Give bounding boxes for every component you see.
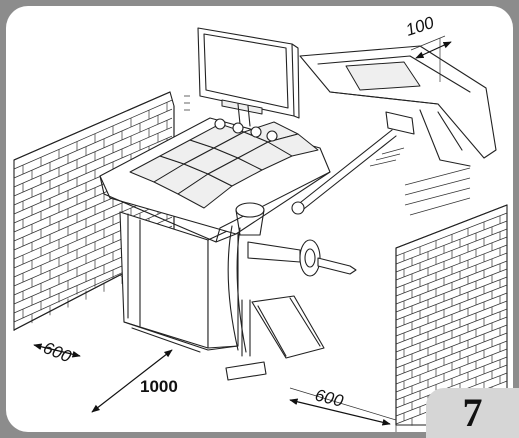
- brick-line: [395, 252, 508, 297]
- brick-line: [395, 284, 508, 329]
- hood-arm: [291, 129, 405, 215]
- weight-tray: [99, 117, 331, 243]
- base-and-pedal: [225, 295, 325, 381]
- brick-line: [13, 135, 173, 206]
- dimension-label-top-right: 100: [403, 13, 436, 40]
- brick-line: [395, 332, 508, 377]
- brick-line: [395, 228, 508, 273]
- balancer-cabinet: [119, 211, 239, 353]
- dimension-label-front: 1000: [140, 377, 178, 396]
- dimension-label-left: 600: [41, 338, 75, 366]
- brick-line: [395, 364, 508, 409]
- brick-line: [395, 268, 508, 313]
- drawing-frame: 100 600 1000 600: [6, 6, 513, 432]
- brick-line: [395, 340, 508, 385]
- brick-line: [395, 356, 508, 401]
- brick-line: [13, 108, 173, 179]
- brick-line: [395, 308, 508, 353]
- installation-clearance-drawing: 100 600 1000 600: [13, 13, 508, 432]
- brick-line: [395, 324, 508, 369]
- brick-line: [395, 244, 508, 289]
- brick-line: [395, 260, 508, 305]
- brick-line: [395, 236, 508, 281]
- brick-line: [395, 316, 508, 361]
- figure-number-badge: 7: [426, 388, 519, 438]
- brick-line: [395, 276, 508, 321]
- brick-line: [13, 99, 173, 170]
- brick-line: [395, 348, 508, 393]
- monitor: [184, 27, 300, 127]
- brick-line: [13, 117, 173, 188]
- figure-number: 7: [462, 390, 483, 435]
- brick-line: [13, 198, 173, 269]
- tray-compartment: [267, 133, 319, 157]
- brick-line: [395, 292, 508, 337]
- brick-line: [13, 126, 173, 197]
- dimension-lines: [33, 35, 452, 426]
- wheel-guard-hood: [299, 45, 497, 167]
- brake-pedal: [225, 361, 267, 381]
- brick-line: [395, 212, 508, 257]
- brick-line: [395, 220, 508, 265]
- spindle: [227, 202, 357, 353]
- brick-line: [395, 300, 508, 345]
